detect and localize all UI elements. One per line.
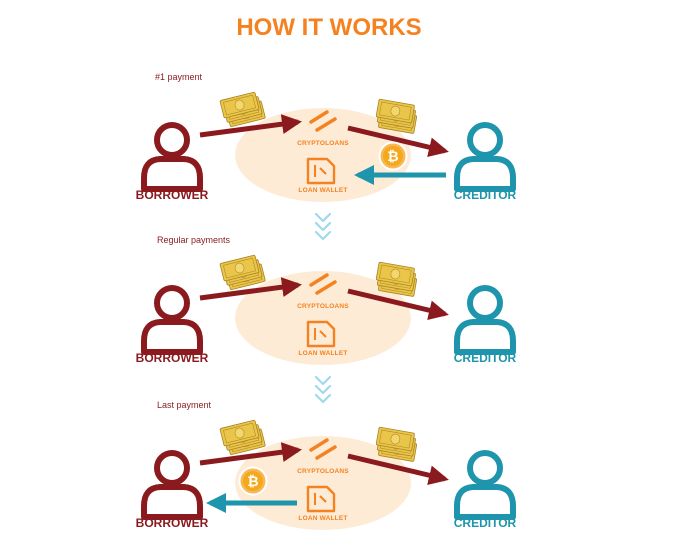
- wallet-icon: [306, 485, 336, 513]
- money-arrow: [347, 453, 449, 486]
- money-arrow: [199, 277, 302, 301]
- wallet-icon: [306, 320, 336, 348]
- money-arrow: [199, 114, 302, 138]
- wallet-label: LOAN WALLET: [298, 187, 347, 194]
- borrower-person-icon: [141, 450, 203, 520]
- wallet-label: LOAN WALLET: [298, 515, 347, 522]
- banknote-stack-icon: [219, 91, 266, 127]
- creditor-label: CREDITOR: [454, 351, 517, 365]
- cryptoloans-logo-icon: [309, 438, 337, 460]
- money-arrow: [347, 125, 449, 158]
- bitcoin-coin-icon: ₿: [238, 466, 268, 496]
- svg-text:₿: ₿: [247, 474, 258, 490]
- step-chevrons: [314, 212, 332, 404]
- borrower-label: BORROWER: [136, 351, 209, 365]
- borrower-person-icon: [141, 285, 203, 355]
- creditor-label: CREDITOR: [454, 188, 517, 202]
- banknote-stack-icon: [375, 261, 418, 297]
- creditor-person-icon: [454, 285, 516, 355]
- stage-label: #1 payment: [155, 72, 203, 82]
- wallet-icon: [306, 157, 336, 185]
- banknote-stack-icon: [219, 254, 266, 290]
- stage-label: Last payment: [157, 400, 212, 410]
- banknote-stack-icon: [375, 98, 418, 134]
- svg-text:₿: ₿: [387, 149, 398, 165]
- money-arrow: [347, 288, 449, 321]
- borrower-person-icon: [141, 122, 203, 192]
- money-arrow: [199, 442, 302, 466]
- banknote-stack-icon: [375, 426, 418, 462]
- chevron-down-icon: [314, 375, 332, 404]
- creditor-person-icon: [454, 122, 516, 192]
- borrower-label: BORROWER: [136, 188, 209, 202]
- stage-label: Regular payments: [157, 235, 231, 245]
- bitcoin-coin-icon: ₿: [378, 141, 408, 171]
- cryptoloans-logo-icon: [309, 110, 337, 132]
- chevron-down-icon: [314, 212, 332, 241]
- creditor-label: CREDITOR: [454, 516, 517, 530]
- creditor-person-icon: [454, 450, 516, 520]
- platform-label: CRYPTOLOANS: [297, 140, 349, 147]
- cryptoloans-logo-icon: [309, 273, 337, 295]
- borrower-label: BORROWER: [136, 516, 209, 530]
- page-title: HOW IT WORKS: [236, 14, 421, 41]
- banknote-stack-icon: [219, 419, 266, 455]
- platform-label: CRYPTOLOANS: [297, 303, 349, 310]
- wallet-label: LOAN WALLET: [298, 350, 347, 357]
- platform-label: CRYPTOLOANS: [297, 468, 349, 475]
